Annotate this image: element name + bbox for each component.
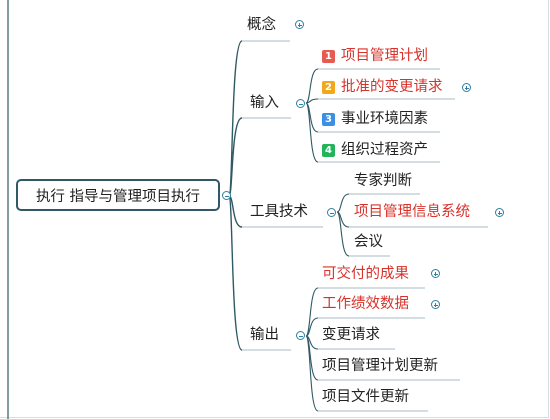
priority-3-icon: 3 (322, 112, 335, 126)
topic-outputs[interactable]: 输出 (250, 325, 279, 345)
input-item-label: 项目管理计划 (341, 48, 428, 64)
outputs-collapse-icon[interactable] (296, 331, 305, 340)
topic-inputs[interactable]: 输入 (250, 93, 279, 113)
concept-expand-icon[interactable] (295, 20, 304, 29)
tool-item[interactable]: 专家判断 (354, 171, 412, 191)
input-item[interactable]: 1 项目管理计划 (322, 46, 428, 66)
tool-item-label: 项目管理信息系统 (354, 204, 470, 220)
tool-item[interactable]: 项目管理信息系统 (354, 202, 470, 222)
input-item-label: 组织过程资产 (341, 142, 428, 158)
branch-output-5 (305, 335, 319, 412)
deliverables-expand-icon[interactable] (431, 269, 440, 278)
output-item[interactable]: 工作绩效数据 (322, 294, 409, 314)
branch-tool-1 (336, 193, 350, 213)
output-item[interactable]: 项目管理计划更新 (322, 356, 438, 376)
input-item[interactable]: 4 组织过程资产 (322, 140, 428, 160)
input-item[interactable]: 2 批准的变更请求 (322, 77, 443, 97)
topic-concept[interactable]: 概念 (247, 15, 276, 35)
branch-input-1 (305, 68, 319, 104)
root-topic[interactable]: 执行 指导与管理项目执行 (16, 179, 220, 211)
topic-inputs-label: 输入 (250, 95, 279, 111)
output-item-label: 变更请求 (322, 327, 380, 343)
inputs-collapse-icon[interactable] (296, 99, 305, 108)
branch-output-1 (305, 287, 319, 337)
branch-tool-3 (336, 211, 350, 257)
priority-4-icon: 4 (322, 143, 335, 157)
priority-2-icon: 2 (322, 80, 335, 94)
output-item-label: 工作绩效数据 (322, 296, 409, 312)
topic-tools-label: 工具技术 (250, 204, 308, 220)
tools-collapse-icon[interactable] (327, 208, 336, 217)
output-item[interactable]: 项目文件更新 (322, 387, 409, 407)
output-item-label: 项目管理计划更新 (322, 358, 438, 374)
tool-item-label: 专家判断 (354, 173, 412, 189)
branch-input-2 (305, 98, 319, 104)
topic-concept-label: 概念 (247, 17, 276, 33)
output-item[interactable]: 可交付的成果 (322, 264, 409, 284)
topic-outputs-label: 输出 (250, 327, 279, 343)
root-topic-label: 执行 指导与管理项目执行 (35, 188, 201, 205)
work-performance-expand-icon[interactable] (431, 300, 440, 309)
branch-output-2 (305, 317, 319, 337)
branch-outputs (228, 195, 243, 351)
branch-inputs (228, 117, 243, 197)
branch-input-4 (305, 102, 319, 163)
output-item-label: 可交付的成果 (322, 266, 409, 282)
root-collapse-icon[interactable] (222, 191, 231, 200)
tool-item-label: 会议 (354, 234, 383, 250)
output-item-label: 项目文件更新 (322, 389, 409, 405)
pmis-expand-icon[interactable] (495, 208, 504, 217)
priority-1-icon: 1 (322, 49, 335, 63)
input-item-label: 批准的变更请求 (341, 79, 443, 95)
approved-changes-expand-icon[interactable] (462, 83, 471, 92)
output-item[interactable]: 变更请求 (322, 325, 380, 345)
input-item-label: 事业环境因素 (341, 111, 428, 127)
input-item[interactable]: 3 事业环境因素 (322, 109, 428, 129)
topic-tools[interactable]: 工具技术 (250, 202, 308, 222)
tool-item[interactable]: 会议 (354, 232, 383, 252)
